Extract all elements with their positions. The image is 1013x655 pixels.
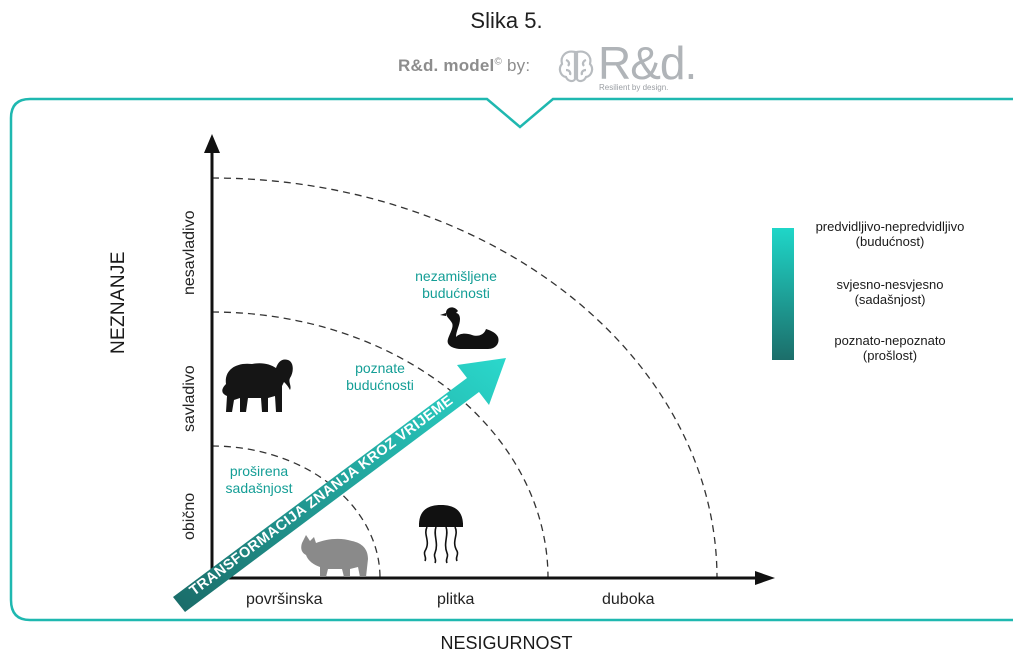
y-tick-nesavladivo: nesavladivo bbox=[181, 210, 198, 296]
figure-title: Slika 5. bbox=[470, 8, 543, 33]
legend-item-buducnost: predvidljivo-nepredvidljivo (budućnost) bbox=[780, 219, 1000, 249]
y-tick-savladivo: savladivo bbox=[181, 365, 198, 432]
rhino-icon bbox=[301, 535, 368, 577]
legend-item-line: svjesno-nesvjesno bbox=[836, 277, 944, 292]
brand-logo-text: R&d. bbox=[598, 37, 697, 89]
transformation-arrow-shape bbox=[173, 358, 506, 612]
zone-arc-1 bbox=[211, 445, 381, 579]
x-tick-duboka: duboka bbox=[602, 591, 655, 608]
zone-label-prosirena-sadasnjost: proširena sadašnjost bbox=[214, 463, 304, 497]
elephant-icon bbox=[222, 359, 293, 412]
brand-tagline: Resilient by design. bbox=[599, 83, 669, 92]
brand-by-text: by: bbox=[506, 56, 531, 75]
zone-arcs bbox=[211, 177, 718, 579]
legend-item-sadasnjost: svjesno-nesvjesno (sadašnjost) bbox=[780, 277, 1000, 307]
zone-arc-3 bbox=[211, 177, 718, 579]
x-tick-plitka: plitka bbox=[437, 591, 475, 608]
zone-label-line: budućnosti bbox=[346, 377, 414, 393]
y-axis-arrowhead bbox=[204, 134, 220, 153]
zone-label-line: budućnosti bbox=[422, 285, 490, 301]
legend-item-line: (prošlost) bbox=[862, 348, 918, 363]
frame-border bbox=[9, 97, 1013, 622]
brain-logo-icon bbox=[558, 50, 594, 83]
zone-label-poznate-buducnosti: poznate budućnosti bbox=[330, 360, 430, 394]
zone-label-line: proširena bbox=[229, 463, 289, 479]
x-axis-label: NESIGURNOST bbox=[440, 633, 573, 653]
legend-item-proslost: poznato-nepoznato (prošlost) bbox=[780, 333, 1000, 363]
zone-arc-2 bbox=[211, 311, 549, 579]
black-swan-icon bbox=[440, 307, 499, 349]
y-axis-label: NEZNANJE bbox=[108, 251, 129, 354]
brand-copyright: © bbox=[494, 56, 503, 68]
x-axis-arrowhead bbox=[755, 571, 775, 585]
zone-label-line: nezamišljene bbox=[415, 268, 497, 284]
legend-item-line: poznato-nepoznato bbox=[834, 333, 946, 348]
axes bbox=[204, 134, 775, 585]
zone-label-nezamisljene-buducnosti: nezamišljene budućnosti bbox=[396, 268, 516, 302]
legend-gradient-bar bbox=[772, 228, 794, 360]
x-tick-povrsinska: površinska bbox=[246, 591, 323, 608]
legend-item-line: (sadašnjost) bbox=[854, 292, 926, 307]
transformation-arrow bbox=[173, 358, 506, 612]
legend-item-line: predvidljivo-nepredvidljivo bbox=[815, 219, 965, 234]
brand-model-text: R&d. model bbox=[398, 56, 495, 75]
y-tick-obicno: obično bbox=[181, 492, 198, 540]
zone-label-line: poznate bbox=[355, 360, 405, 376]
zone-label-line: sadašnjost bbox=[225, 480, 293, 496]
jellyfish-icon bbox=[419, 505, 463, 564]
legend-item-line: (budućnost) bbox=[855, 234, 925, 249]
brand-byline: R&d. model© by: bbox=[398, 56, 530, 76]
